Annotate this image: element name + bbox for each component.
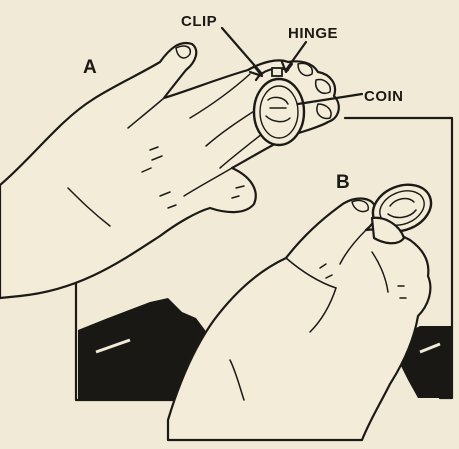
label-panel-a: A [83,57,97,78]
label-panel-b: B [336,172,350,193]
label-hinge: HINGE [288,25,338,42]
label-coin: COIN [364,88,404,105]
label-clip: CLIP [181,13,217,30]
coin-b [366,176,438,243]
